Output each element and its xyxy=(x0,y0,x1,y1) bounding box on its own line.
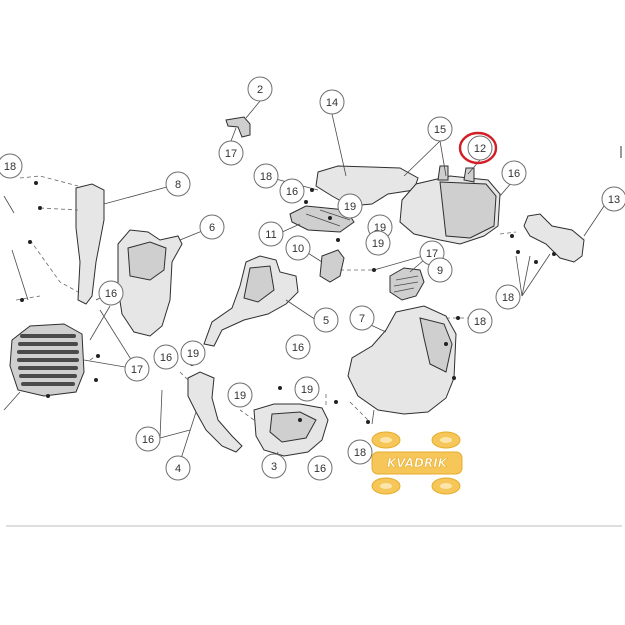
svg-text:16: 16 xyxy=(314,463,326,475)
callout-8: 8 xyxy=(165,171,191,197)
callout-16: 16 xyxy=(153,344,179,370)
callout-14: 14 xyxy=(319,89,345,115)
svg-text:6: 6 xyxy=(209,222,215,234)
svg-text:16: 16 xyxy=(286,186,298,198)
svg-text:4: 4 xyxy=(175,463,181,475)
part-grille xyxy=(9,323,85,397)
callout-10: 10 xyxy=(285,235,311,261)
part-4-bracket xyxy=(187,371,243,453)
part-8-bracket xyxy=(75,183,105,305)
callout-18: 18 xyxy=(253,163,279,189)
callout-18: 18 xyxy=(467,308,493,334)
svg-text:18: 18 xyxy=(354,447,366,459)
svg-text:19: 19 xyxy=(234,390,246,402)
part-3-panel xyxy=(253,403,329,457)
callout-19: 19 xyxy=(180,340,206,366)
callout-16: 16 xyxy=(501,160,527,186)
svg-text:9: 9 xyxy=(437,265,443,277)
callout-16: 16 xyxy=(279,178,305,204)
grille-slots xyxy=(17,334,79,386)
callout-9: 9 xyxy=(427,257,453,283)
callout-7: 7 xyxy=(349,305,375,331)
part-10-plate xyxy=(319,249,345,283)
callout-16: 16 xyxy=(135,426,161,452)
callout-3: 3 xyxy=(261,453,287,479)
screws xyxy=(20,181,556,424)
svg-text:18: 18 xyxy=(4,161,16,173)
svg-text:13: 13 xyxy=(608,194,620,206)
callout-18: 18 xyxy=(347,439,373,465)
svg-text:19: 19 xyxy=(344,201,356,213)
svg-text:18: 18 xyxy=(260,171,272,183)
part-13-bracket xyxy=(523,213,585,263)
svg-text:11: 11 xyxy=(265,229,276,241)
svg-text:16: 16 xyxy=(292,342,304,354)
callout-18: 18 xyxy=(495,284,521,310)
part-5-duct xyxy=(203,255,299,347)
svg-text:14: 14 xyxy=(326,97,338,109)
callout-11: 11 xyxy=(258,221,284,247)
svg-text:19: 19 xyxy=(301,384,313,396)
callout-19: 19 xyxy=(337,193,363,219)
watermark-logo: KVADRIK xyxy=(371,431,463,495)
part-9-grille xyxy=(389,267,425,301)
svg-text:17: 17 xyxy=(131,364,143,376)
svg-text:12: 12 xyxy=(474,143,486,155)
svg-text:7: 7 xyxy=(359,313,365,325)
part-7-panel xyxy=(347,305,457,415)
callout-16: 16 xyxy=(307,455,333,481)
svg-text:15: 15 xyxy=(434,124,446,136)
callout-19: 19 xyxy=(365,230,391,256)
svg-text:16: 16 xyxy=(508,168,520,180)
callout-6: 6 xyxy=(199,214,225,240)
highlight-ring xyxy=(458,131,498,165)
svg-text:19: 19 xyxy=(187,348,199,360)
svg-text:18: 18 xyxy=(502,292,514,304)
part-12-box xyxy=(399,165,501,245)
svg-text:10: 10 xyxy=(292,243,304,255)
callout-16: 16 xyxy=(98,280,124,306)
svg-text:18: 18 xyxy=(474,316,486,328)
svg-text:3: 3 xyxy=(271,461,277,473)
watermark-text: KVADRIK xyxy=(387,456,449,470)
svg-text:17: 17 xyxy=(225,148,237,160)
svg-text:16: 16 xyxy=(142,434,154,446)
callout-19: 19 xyxy=(294,376,320,402)
svg-text:8: 8 xyxy=(175,179,181,191)
callout-17: 17 xyxy=(218,140,244,166)
callout-18: 18 xyxy=(0,153,23,179)
part-6-panel xyxy=(117,229,183,337)
callout-12: 12 xyxy=(467,135,493,161)
callout-17: 17 xyxy=(124,356,150,382)
callout-5: 5 xyxy=(313,307,339,333)
svg-text:16: 16 xyxy=(160,352,172,364)
callout-13: 13 xyxy=(601,186,625,212)
svg-text:17: 17 xyxy=(426,248,438,260)
callout-4: 4 xyxy=(165,455,191,481)
svg-text:16: 16 xyxy=(105,288,117,300)
part-2-clip xyxy=(225,116,251,138)
callout-2: 2 xyxy=(247,76,273,102)
svg-text:19: 19 xyxy=(372,238,384,250)
svg-text:5: 5 xyxy=(323,315,329,327)
part-14-bracket xyxy=(289,165,419,233)
callout-15: 15 xyxy=(427,116,453,142)
callout-16: 16 xyxy=(285,334,311,360)
svg-text:2: 2 xyxy=(257,84,263,96)
callout-19: 19 xyxy=(227,382,253,408)
